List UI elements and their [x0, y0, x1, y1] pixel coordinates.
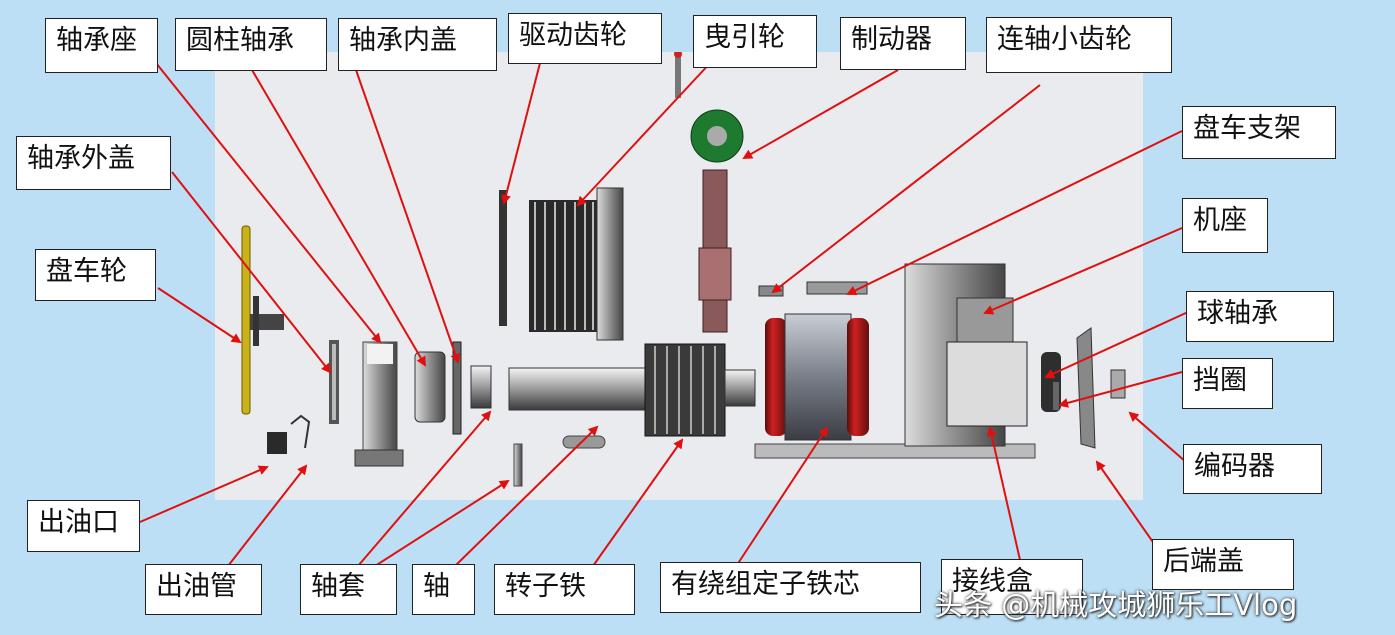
- arrow-handwheel: [157, 287, 242, 344]
- arrow-ball-bearing: [1044, 311, 1189, 379]
- arrow-rotor-iron: [592, 438, 684, 567]
- exploded-view-photo: [215, 50, 1143, 500]
- arrow-oil-outlet: [139, 465, 269, 523]
- arrow-oil-pipe: [227, 464, 308, 567]
- arrow-sleeve-1: [357, 410, 492, 567]
- key-part: [562, 435, 606, 449]
- arrow-junction-box: [986, 426, 1021, 561]
- base-part: [754, 263, 1036, 459]
- label-junction-box: 接线盒: [941, 559, 1083, 615]
- rotor-part: [644, 343, 756, 437]
- cylindrical-bearing-part: [414, 351, 446, 423]
- arrow-drive-gear: [501, 62, 541, 205]
- label-wound-stator-core: 有绕组定子铁芯: [660, 562, 921, 613]
- label-brake: 制动器: [840, 17, 966, 70]
- traction-brake-part: [674, 50, 744, 333]
- sleeve-part: [470, 365, 492, 409]
- label-rotor-iron: 转子铁: [494, 564, 635, 615]
- arrow-encoder: [1128, 411, 1187, 463]
- arrow-retaining-ring: [1058, 371, 1183, 408]
- rear-cover-part: [1076, 327, 1096, 449]
- inner-cover-part: [452, 341, 462, 435]
- arrow-bearing-seat: [151, 57, 382, 344]
- shaft-part: [508, 367, 650, 411]
- handwheel-part: [241, 225, 284, 415]
- label-oil-outlet: 出油口: [27, 500, 140, 552]
- drive-gear-part: [499, 187, 624, 341]
- label-shaft: 轴: [412, 564, 475, 615]
- arrow-outer-cover: [171, 171, 332, 374]
- arrow-rear-cover: [1095, 460, 1156, 546]
- label-bearing-seat: 轴承座: [45, 18, 158, 73]
- label-encoder: 编码器: [1183, 444, 1322, 494]
- pin-part: [513, 443, 523, 487]
- label-coupled-pinion: 连轴小齿轮: [986, 17, 1172, 73]
- arrow-turning-bracket: [846, 130, 1183, 295]
- label-turning-bracket: 盘车支架: [1182, 106, 1336, 159]
- label-rear-end-cover: 后端盖: [1152, 539, 1294, 590]
- label-drive-gear: 驱动齿轮: [508, 13, 662, 64]
- arrow-pinion: [771, 84, 1041, 294]
- label-retaining-ring: 挡圈: [1182, 358, 1273, 409]
- retaining-ring-part: [1053, 382, 1059, 410]
- arrow-cyl-bearing: [251, 69, 427, 367]
- watermark: 头条 @机械攻城狮乐工Vlog: [934, 588, 1298, 622]
- arrow-stator-core: [734, 426, 829, 569]
- arrow-brake: [742, 69, 899, 159]
- arrow-base: [983, 227, 1183, 315]
- exploded-machine-drawing: [241, 50, 1126, 487]
- arrow-inner-cover: [355, 69, 461, 364]
- oil-outlet-part: [267, 432, 287, 454]
- arrow-sleeve-2: [374, 479, 510, 567]
- pinion-part: [758, 285, 784, 297]
- label-bearing-inner-cover: 轴承内盖: [338, 18, 497, 71]
- bearing-seat-part: [354, 341, 404, 467]
- label-bearing-outer-cover: 轴承外盖: [16, 136, 171, 190]
- label-oil-pipe: 出油管: [145, 564, 262, 615]
- label-cylindrical-bearing: 圆柱轴承: [175, 18, 327, 71]
- label-handwheel: 盘车轮: [35, 249, 156, 301]
- label-ball-bearing: 球轴承: [1186, 291, 1334, 342]
- stator-part: [765, 313, 869, 441]
- label-sleeve: 轴套: [300, 564, 397, 615]
- label-base: 机座: [1182, 198, 1268, 253]
- outer-cover-part: [329, 340, 339, 424]
- arrow-shaft: [454, 425, 599, 567]
- oil-pipe-part: [290, 414, 311, 449]
- label-traction-sheave: 曳引轮: [693, 15, 817, 68]
- arrow-traction-sheave: [576, 60, 713, 207]
